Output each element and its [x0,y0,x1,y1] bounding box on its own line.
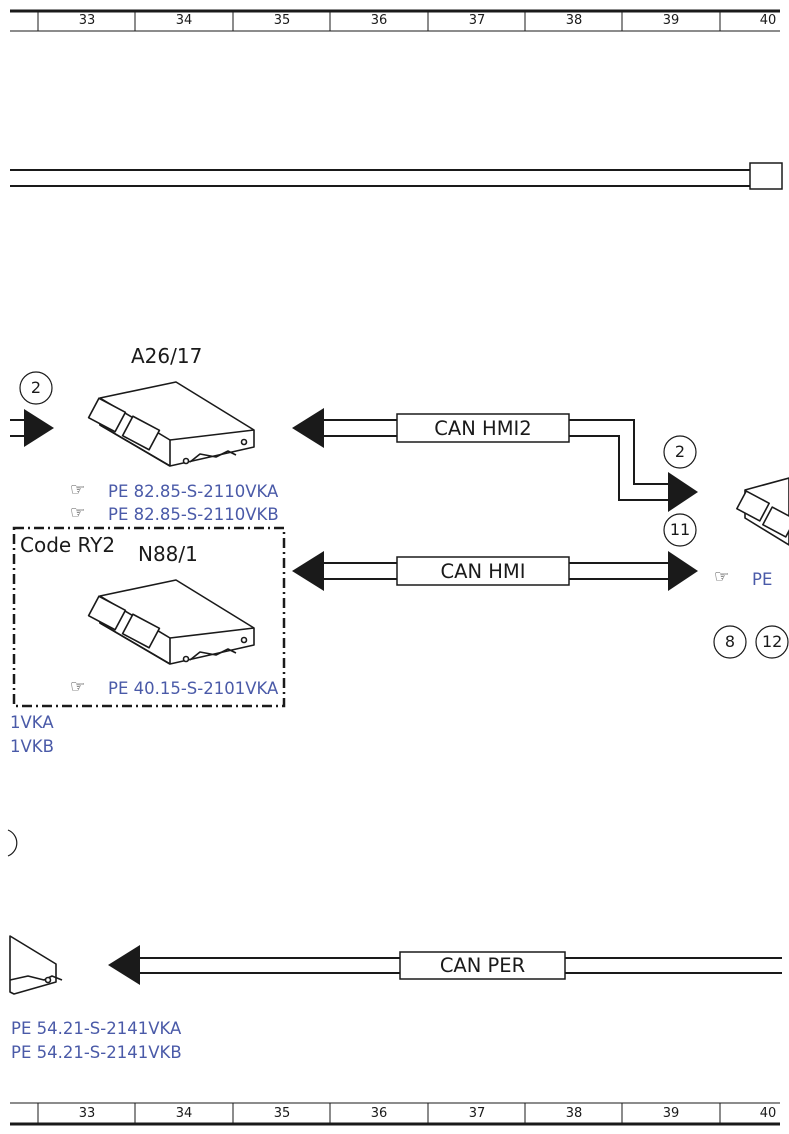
pointing-hand-icon[interactable]: ☞ [714,567,730,587]
circle-markers [7,371,789,857]
left-partial-ref-link[interactable]: 1VKB [10,737,54,756]
ruler-top [10,9,780,32]
right-partial-module [736,477,789,546]
ruler-bottom-label: 36 [370,1106,388,1121]
bottom-left-ref-link[interactable]: PE 54.21-S-2141VKB [11,1043,182,1062]
n88-1-module-shape [87,579,255,665]
ruler-top-label: 36 [370,13,388,28]
ruler-top-label: 40 [759,13,777,28]
can-hmi2-label: CAN HMI2 [434,417,532,440]
circle-number: 2 [30,378,42,397]
ruler-bottom-label: 38 [565,1106,583,1121]
a26-17-ref-link[interactable]: PE 82.85-S-2110VKB [108,505,279,524]
pointing-hand-icon[interactable]: ☞ [70,503,86,523]
ruler-top-label: 38 [565,13,583,28]
pointing-hand-icon[interactable]: ☞ [70,677,86,697]
bottom-left-ref-link[interactable]: PE 54.21-S-2141VKA [11,1019,182,1038]
right-partial-ref-link[interactable]: PE [752,570,773,589]
ruler-top-label: 33 [78,13,96,28]
circle-number: 2 [674,442,686,461]
n88-1-label: N88/1 [138,542,198,566]
can-hmi-label: CAN HMI [440,560,526,583]
ruler-bottom [10,1102,780,1126]
circle-number: 11 [669,520,691,539]
code-ry2-label: Code RY2 [20,533,116,557]
can-hmi-bus [292,551,698,591]
circle-number: 12 [762,632,783,651]
a26-17-ref-link[interactable]: PE 82.85-S-2110VKA [108,482,279,501]
n88-1-ref-link[interactable]: PE 40.15-S-2101VKA [108,679,279,698]
ruler-top-label: 34 [175,13,193,28]
ruler-bottom-label: 39 [662,1106,680,1121]
left-arrow-a26 [10,409,54,447]
ruler-bottom-label: 35 [273,1106,291,1121]
ruler-bottom-label: 34 [175,1106,193,1121]
code-ry2-box [12,526,286,708]
can-hmi2-bus [292,408,698,512]
a26-17-label: A26/17 [131,344,203,368]
ruler-top-label: 39 [662,13,680,28]
bottom-left-partial-module [9,935,63,995]
ruler-bottom-label: 33 [78,1106,96,1121]
circle-number: 8 [724,632,736,651]
left-partial-ref-link[interactable]: 1VKA [10,713,54,732]
a26-17-module-shape [87,381,255,467]
pointing-hand-icon[interactable]: ☞ [70,480,86,500]
ruler-bottom-label: 40 [759,1106,777,1121]
can-per-label: CAN PER [439,954,526,977]
ruler-top-label: 35 [273,13,291,28]
top-bus-lines [10,162,783,190]
ruler-bottom-label: 37 [468,1106,486,1121]
ruler-top-label: 37 [468,13,486,28]
can-per-bus [108,945,782,985]
